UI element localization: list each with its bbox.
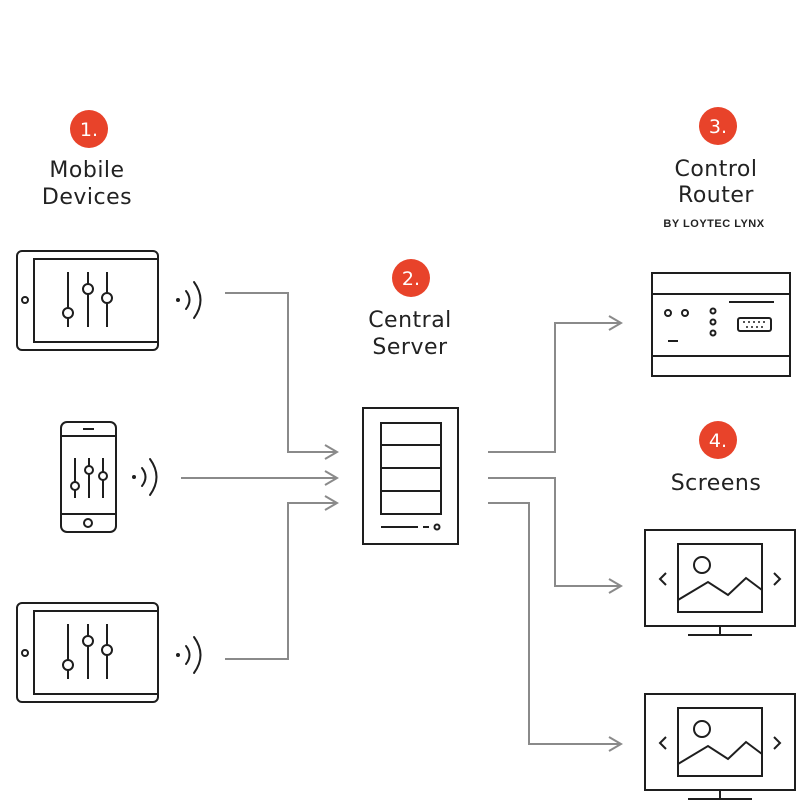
control-router-header: 3. Control Router BY LOYTEC LYNX — [663, 107, 764, 230]
section-title: Control — [674, 157, 757, 182]
monitor-image-icon — [644, 529, 796, 636]
step-number: 3. — [709, 116, 727, 138]
section-title: Devices — [42, 185, 132, 210]
central-server-header: 2. Central Server — [368, 259, 452, 360]
tablet-icon — [16, 602, 159, 703]
mobile-devices-header: 1. Mobile Devices — [42, 110, 132, 210]
connector-tablet2-server — [225, 495, 339, 660]
sliders-icon — [62, 624, 113, 679]
screens-header: 4. Screens — [671, 421, 762, 496]
connectors-in — [181, 292, 339, 660]
tablet-icon — [16, 250, 159, 351]
section-title: Mobile — [49, 158, 124, 183]
wireless-signal-icon — [132, 458, 158, 496]
router-icon — [651, 272, 791, 377]
server-icon — [362, 407, 459, 545]
step-badge-4 — [699, 421, 737, 459]
connector-tablet1-server — [225, 292, 339, 460]
serial-port — [737, 317, 772, 332]
step-badge-3 — [699, 107, 737, 145]
wireless-signal-icon — [176, 636, 202, 674]
step-badge-1 — [70, 110, 108, 148]
step-number: 1. — [80, 119, 98, 141]
section-title: Screens — [671, 471, 762, 496]
smartphone-icon — [60, 421, 117, 533]
wireless-signal-icon — [176, 281, 202, 319]
sliders-icon — [70, 458, 108, 498]
monitor-image-icon — [644, 693, 796, 800]
step-number: 2. — [402, 268, 420, 290]
section-subtitle: BY LOYTEC LYNX — [663, 218, 764, 230]
connector-server-router — [488, 315, 623, 453]
section-title: Server — [372, 335, 448, 360]
sliders-icon — [62, 272, 113, 327]
connector-server-screen2 — [488, 502, 623, 752]
connectors-out — [488, 315, 623, 752]
step-number: 4. — [709, 430, 727, 452]
step-badge-2 — [392, 259, 430, 297]
section-title: Router — [678, 183, 754, 208]
section-title: Central — [368, 308, 452, 333]
connector-server-screen1 — [488, 477, 623, 594]
